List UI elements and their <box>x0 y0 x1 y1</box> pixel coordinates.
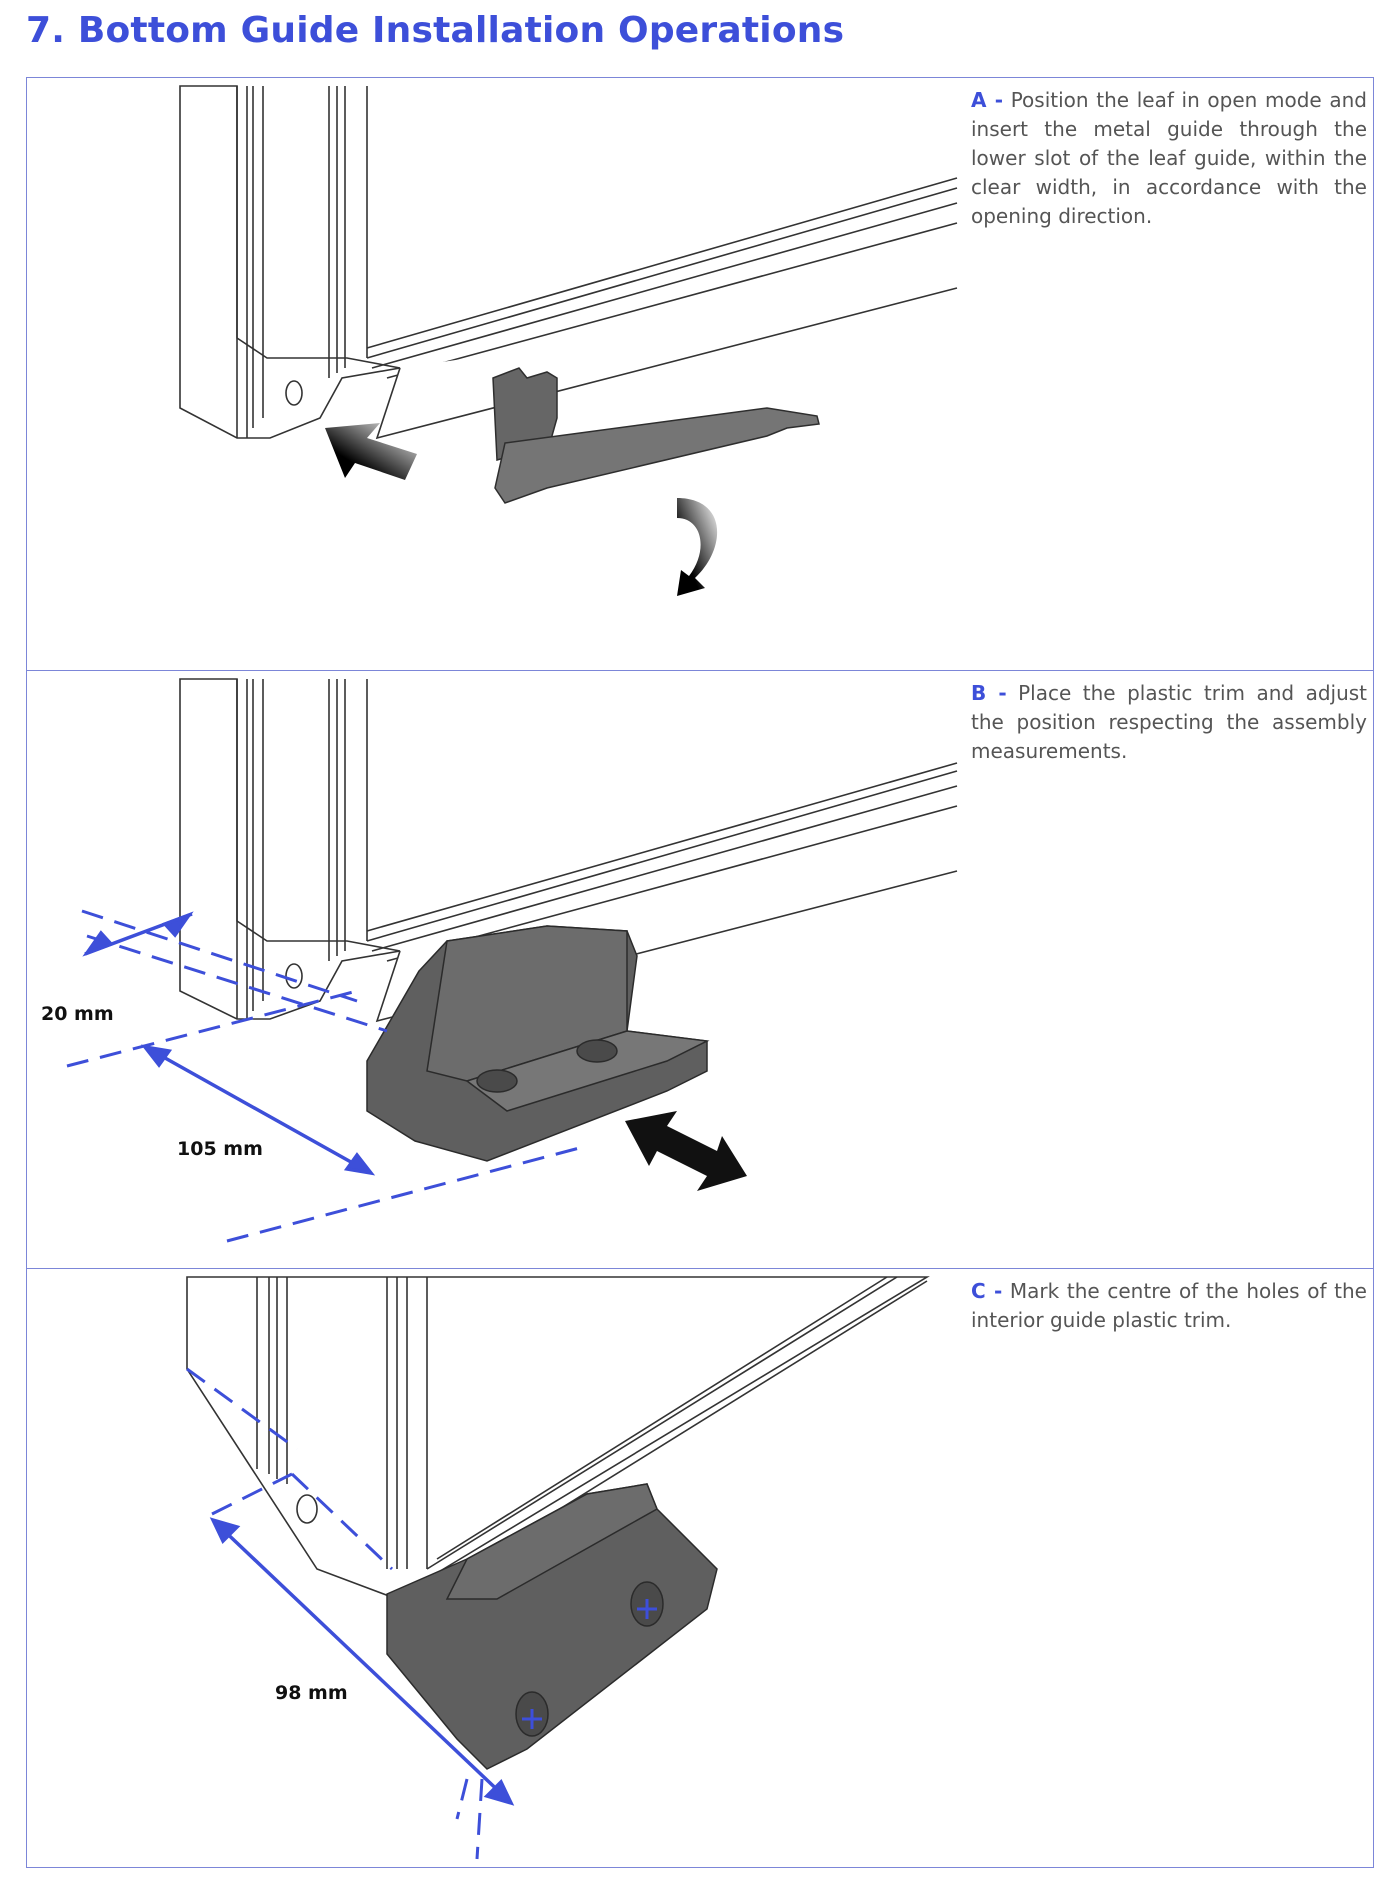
step-a-caption: A - Position the leaf in open mode and i… <box>971 86 1367 231</box>
plastic-trim-part <box>366 925 710 1162</box>
rotate-arrow-icon <box>677 498 718 596</box>
step-b-letter: B - <box>971 681 1007 705</box>
step-c-panel: 98 mm C - Mark the centre of the holes o… <box>27 1268 1373 1867</box>
dimension-20-label: 20 mm <box>41 1003 114 1025</box>
plastic-trim-part <box>386 1483 718 1770</box>
step-c-illustration: 98 mm <box>186 1276 930 1860</box>
metal-guide-part <box>492 367 820 504</box>
page-title: 7. Bottom Guide Installation Operations <box>26 10 845 51</box>
step-b-caption: B - Place the plastic trim and adjust th… <box>971 679 1367 766</box>
step-c-text: Mark the centre of the holes of the inte… <box>971 1279 1367 1332</box>
door-frame <box>179 85 958 440</box>
step-a-panel: A - Position the leaf in open mode and i… <box>27 78 1373 670</box>
step-b-panel: 20 mm 105 mm B - Place the plastic trim … <box>27 670 1373 1268</box>
step-c-caption: C - Mark the centre of the holes of the … <box>971 1277 1367 1335</box>
dimension-98-label: 98 mm <box>275 1682 348 1704</box>
step-b-text: Place the plastic trim and adjust the po… <box>971 681 1368 763</box>
step-a-letter: A - <box>971 88 1004 112</box>
push-arrow-icon <box>325 423 417 480</box>
instruction-frame: A - Position the leaf in open mode and i… <box>26 77 1374 1868</box>
dimension-arrow-105 <box>140 1044 376 1176</box>
door-frame <box>186 1276 930 1600</box>
dimension-guides <box>66 909 588 1243</box>
dimension-arrow-98 <box>209 1517 515 1806</box>
step-b-illustration: 20 mm 105 mm <box>41 678 958 1243</box>
hole-centre-marks <box>522 1599 657 1729</box>
step-a-text: Position the leaf in open mode and inser… <box>971 88 1367 228</box>
dimension-105-label: 105 mm <box>177 1138 263 1160</box>
slide-arrow-icon <box>625 1111 747 1191</box>
dimension-arrow-20 <box>82 911 194 957</box>
dimension-guides <box>186 1367 484 1860</box>
step-c-letter: C - <box>971 1279 1003 1303</box>
step-a-illustration <box>179 85 958 596</box>
